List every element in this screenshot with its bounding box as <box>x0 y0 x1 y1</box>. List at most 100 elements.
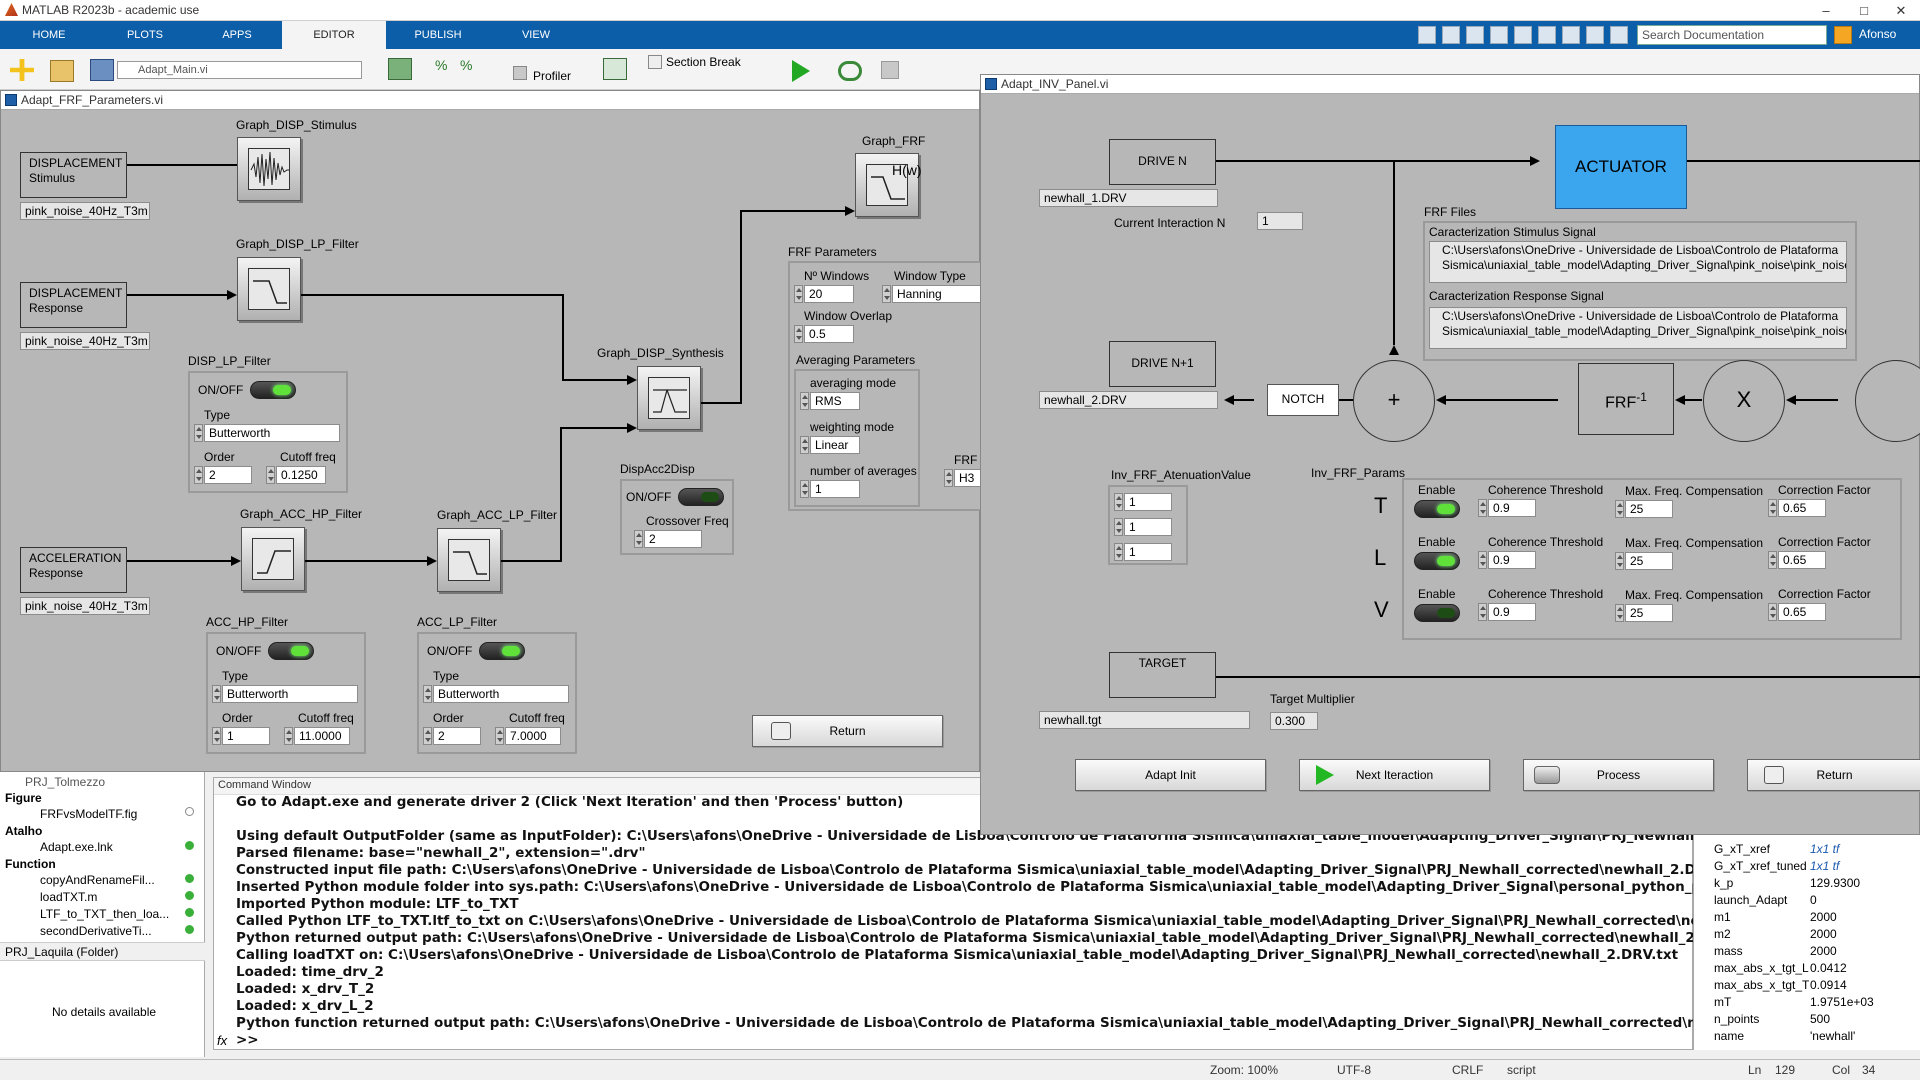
copy-icon[interactable] <box>1466 26 1484 44</box>
list-item[interactable]: LTF_to_TXT_then_loa... <box>40 907 170 921</box>
table-row[interactable]: max_abs_x_tgt_T0.0914 <box>1700 978 1847 992</box>
close-icon[interactable]: ✕ <box>1895 3 1907 18</box>
list-item[interactable]: PRJ_Tolmezzo <box>25 775 106 789</box>
mfc-stepper[interactable] <box>1615 500 1624 518</box>
mfc-stepper[interactable] <box>1615 552 1624 570</box>
process-button[interactable]: Process <box>1523 759 1714 791</box>
onoff-toggle[interactable] <box>479 642 525 660</box>
atten-stepper[interactable] <box>1114 543 1123 561</box>
n-avg-input[interactable]: 1 <box>810 480 860 498</box>
acc-response-file[interactable]: pink_noise_40Hz_T3m <box>20 597 150 615</box>
table-row[interactable]: name'newhall' <box>1700 1029 1855 1043</box>
mfc-input-l[interactable]: 25 <box>1625 552 1673 570</box>
undo-icon[interactable] <box>1514 26 1532 44</box>
tab-view[interactable]: VIEW <box>521 29 551 41</box>
order-input[interactable]: 2 <box>433 727 481 745</box>
list-item[interactable]: Adapt.exe.lnk <box>40 840 113 854</box>
coh-input-v[interactable]: 0.9 <box>1488 603 1536 621</box>
atten-stepper[interactable] <box>1114 518 1123 536</box>
list-item[interactable]: Atalho <box>5 824 43 838</box>
order-input[interactable]: 1 <box>222 727 270 745</box>
redo-icon[interactable] <box>1538 26 1556 44</box>
command-prompt[interactable]: >> <box>236 1032 259 1048</box>
list-item[interactable]: secondDerivativeTi... <box>40 924 152 938</box>
crossover-input[interactable]: 2 <box>644 530 702 548</box>
avg-mode-stepper[interactable] <box>800 392 809 410</box>
next-iteraction-button[interactable]: Next Iteraction <box>1299 759 1490 791</box>
order-input[interactable]: 2 <box>204 466 252 484</box>
profiler-button[interactable]: Profiler <box>533 69 572 83</box>
graph-acc-lp-filter-icon[interactable] <box>437 528 501 592</box>
ring-stepper[interactable] <box>212 685 221 703</box>
graph-disp-stimulus-icon[interactable] <box>237 137 301 201</box>
graph-disp-lp-filter-icon[interactable] <box>237 257 301 321</box>
function-browser-icon[interactable]: fx <box>217 1033 228 1048</box>
enable-toggle-l[interactable] <box>1414 552 1460 570</box>
disp-response-file[interactable]: pink_noise_40Hz_T3m <box>20 332 150 350</box>
list-item[interactable]: loadTXT.m <box>40 890 98 904</box>
tab-plots[interactable]: PLOTS <box>126 29 164 41</box>
n-avg-stepper[interactable] <box>800 480 809 498</box>
n-windows-input[interactable]: 20 <box>804 285 854 303</box>
target-file[interactable]: newhall.tgt <box>1039 711 1250 729</box>
return-button[interactable]: Return <box>752 715 943 747</box>
resp-signal-path[interactable]: C:\Users\afons\OneDrive - Universidade d… <box>1429 307 1847 349</box>
enable-toggle-v[interactable] <box>1414 604 1460 622</box>
new-file-icon[interactable] <box>10 59 34 81</box>
mfc-stepper[interactable] <box>1615 604 1624 622</box>
target-multiplier-value[interactable]: 0.300 <box>1270 712 1318 730</box>
run-section-icon[interactable] <box>603 58 627 80</box>
cutoff-input[interactable]: 0.1250 <box>276 466 326 484</box>
onoff-toggle[interactable] <box>268 642 314 660</box>
minimize-icon[interactable]: – <box>1822 3 1830 18</box>
save-icon[interactable] <box>1418 26 1436 44</box>
list-item[interactable]: FRFvsModelTF.fig <box>40 807 138 821</box>
switch-windows-icon[interactable] <box>1562 26 1580 44</box>
cutoff-stepper[interactable] <box>284 727 293 745</box>
search-documentation-input[interactable]: Search Documentation <box>1637 25 1827 45</box>
run-icon[interactable] <box>792 60 810 82</box>
refactor-icon[interactable] <box>388 58 412 80</box>
filter-type-ring[interactable]: Butterworth <box>222 685 358 703</box>
window-type-stepper[interactable] <box>882 285 891 303</box>
cutoff-stepper[interactable] <box>495 727 504 745</box>
onoff-toggle[interactable] <box>250 381 296 399</box>
file-encoding[interactable]: UTF-8 <box>1337 1063 1371 1077</box>
table-row[interactable]: max_abs_x_tgt_L0.0412 <box>1700 961 1847 975</box>
onoff-toggle[interactable] <box>678 488 724 506</box>
tab-publish[interactable]: PUBLISH <box>414 29 462 41</box>
window-type-ring[interactable]: Hanning <box>892 285 983 303</box>
list-item[interactable]: Figure <box>5 791 42 805</box>
paste-icon[interactable] <box>1490 26 1508 44</box>
save-file-icon[interactable] <box>90 59 114 81</box>
stop-icon[interactable] <box>881 61 899 79</box>
cutoff-stepper[interactable] <box>266 466 275 484</box>
cf-stepper[interactable] <box>1768 551 1777 569</box>
tab-home[interactable]: HOME <box>32 29 66 41</box>
ring-stepper[interactable] <box>194 424 203 442</box>
atten-input[interactable]: 1 <box>1124 493 1172 511</box>
coh-input-l[interactable]: 0.9 <box>1488 551 1536 569</box>
order-stepper[interactable] <box>194 466 203 484</box>
help-icon[interactable] <box>1586 26 1604 44</box>
mfc-input-v[interactable]: 25 <box>1625 604 1673 622</box>
weight-mode-ring[interactable]: Linear <box>810 436 860 454</box>
overlap-stepper[interactable] <box>794 325 803 343</box>
filter-type-ring[interactable]: Butterworth <box>433 685 569 703</box>
notification-bell-icon[interactable] <box>1834 26 1852 44</box>
cut-icon[interactable] <box>1442 26 1460 44</box>
cf-stepper[interactable] <box>1768 603 1777 621</box>
inv-return-button[interactable]: Return <box>1747 759 1920 791</box>
ring-stepper[interactable] <box>423 685 432 703</box>
cutoff-input[interactable]: 11.0000 <box>294 727 350 745</box>
section-break-button[interactable]: Section Break <box>666 55 741 69</box>
maximize-icon[interactable]: □ <box>1860 3 1868 18</box>
cf-input-t[interactable]: 0.65 <box>1778 499 1826 517</box>
cf-input-l[interactable]: 0.65 <box>1778 551 1826 569</box>
